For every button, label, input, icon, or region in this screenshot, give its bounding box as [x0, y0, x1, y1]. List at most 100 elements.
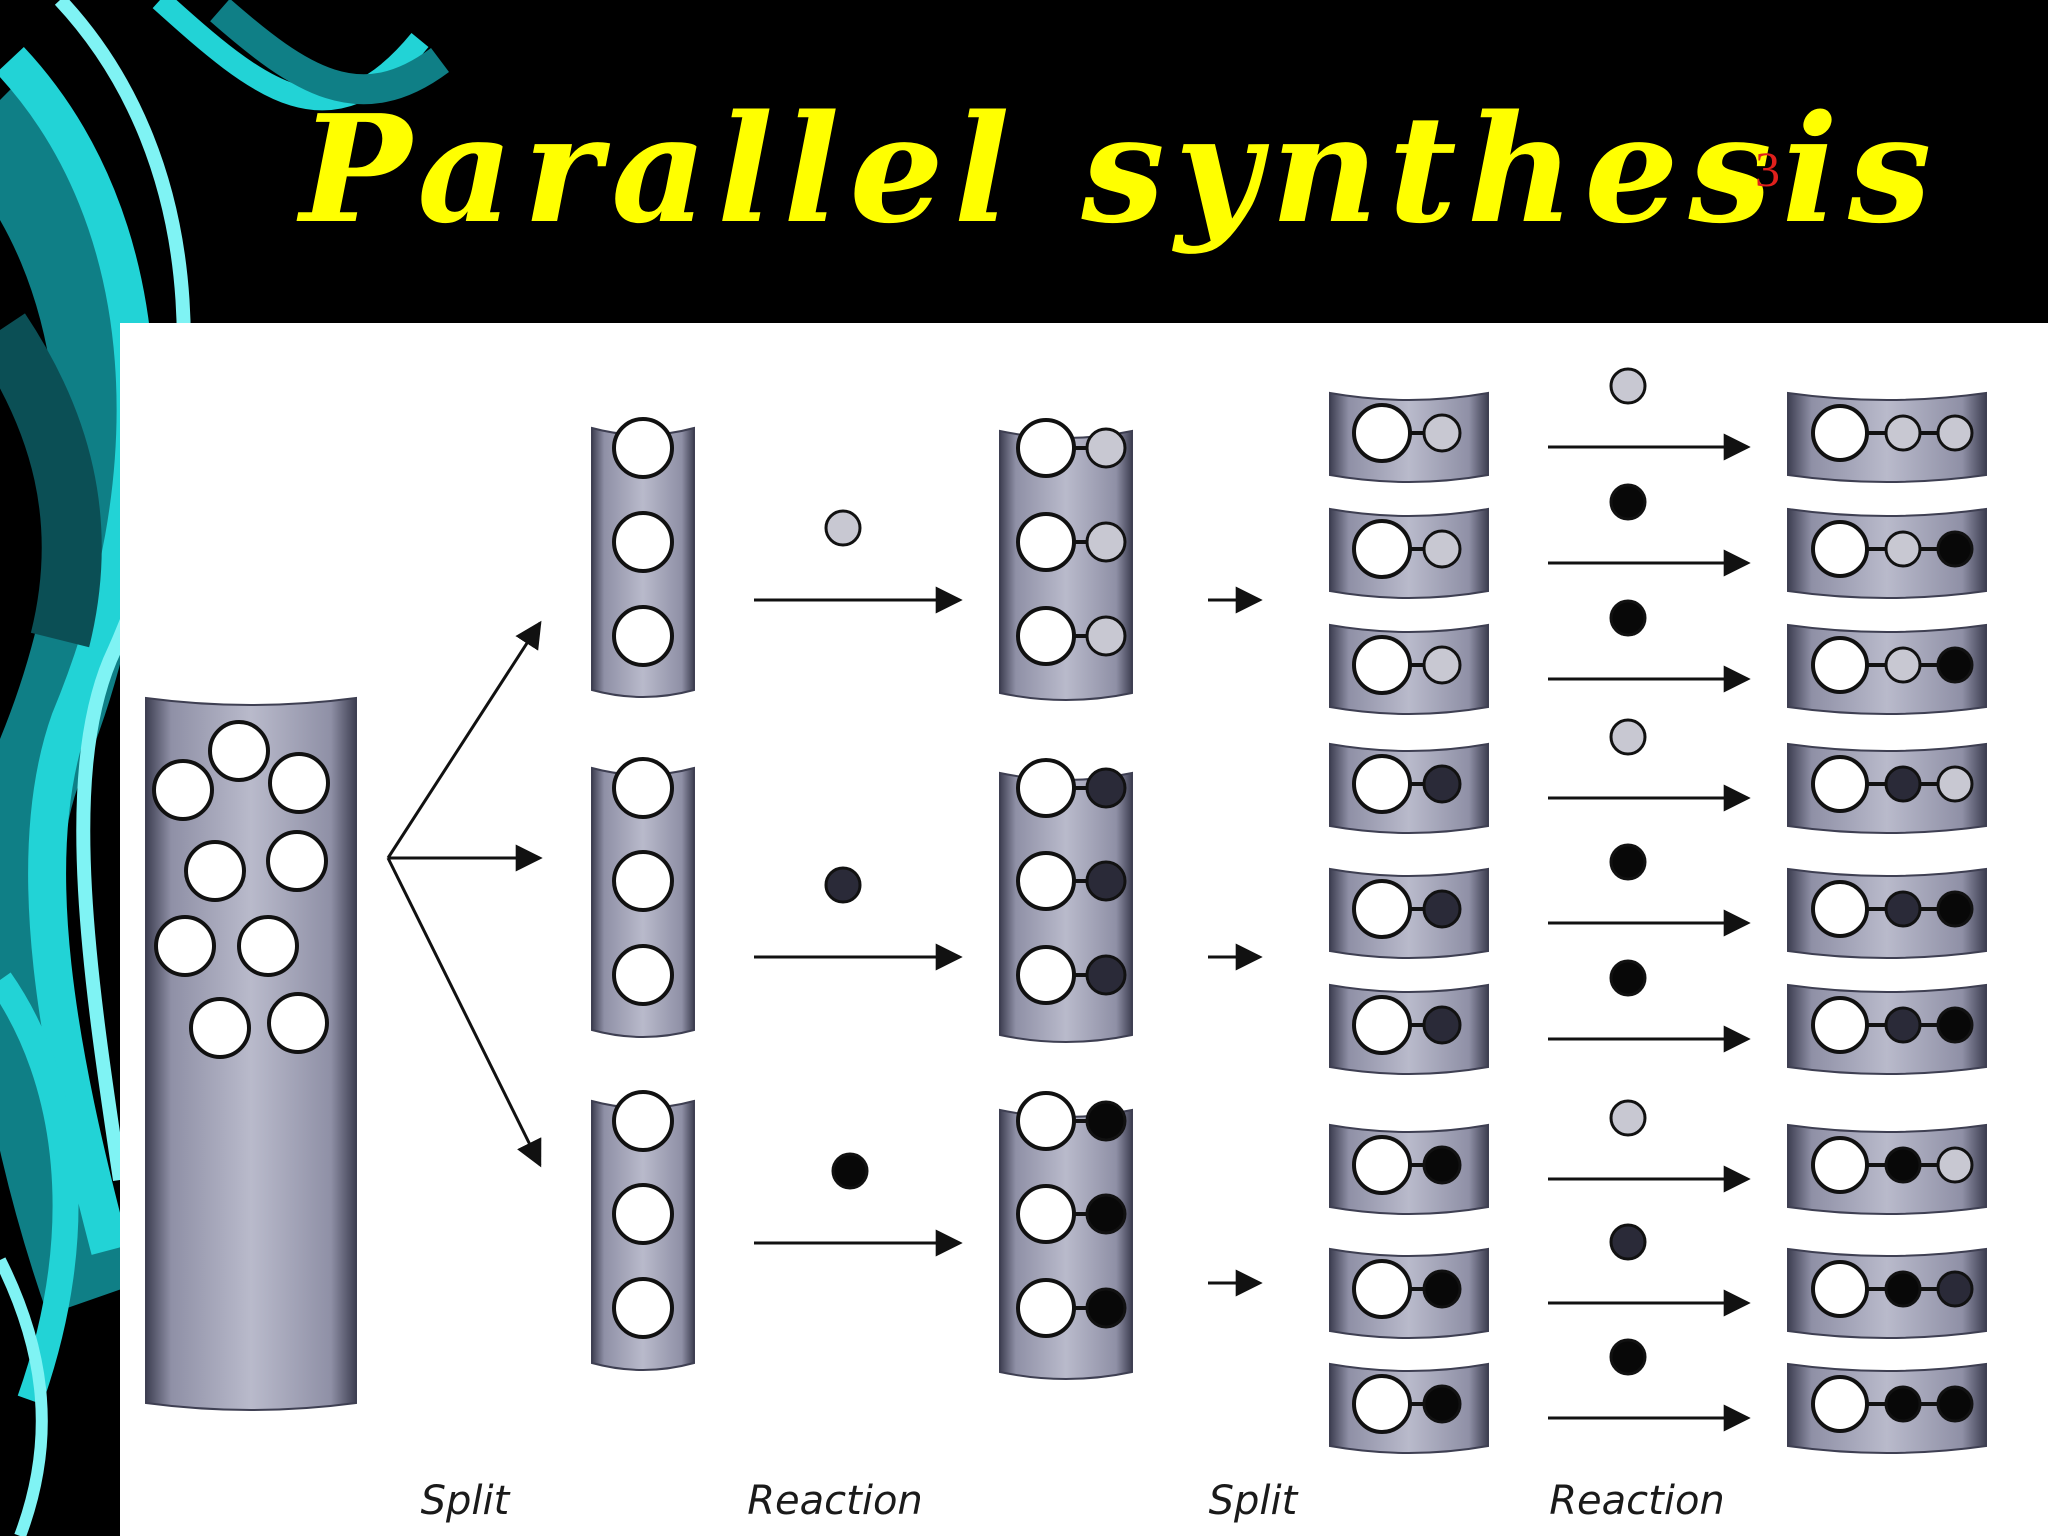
reagent-1-light-1 — [824, 509, 862, 547]
reagent-2-black-3 — [1609, 599, 1647, 637]
reagent-1-black-3 — [831, 1152, 869, 1190]
reagent-2-black-9 — [1609, 1338, 1647, 1376]
split-bead-3-2 — [612, 1183, 674, 1245]
reacted-unit-light-1-3 — [1085, 615, 1127, 657]
reagent-2-dark-8 — [1609, 1223, 1647, 1261]
resin-bead-2 — [208, 720, 270, 782]
product-bead-9 — [1811, 1375, 1869, 1433]
reacted-unit-light-1-2 — [1085, 521, 1127, 563]
reacted-bead-3-2 — [1016, 1184, 1076, 1244]
product-unit-a-black-7 — [1884, 1146, 1922, 1184]
product-unit-b-black-2 — [1936, 530, 1974, 568]
intermediate-unit-dark-5 — [1422, 889, 1462, 929]
reagent-2-black-2 — [1609, 483, 1647, 521]
step-label-split-1: Split — [420, 1478, 510, 1524]
product-unit-a-light-3 — [1884, 646, 1922, 684]
reacted-bead-1-2 — [1016, 512, 1076, 572]
reacted-tube-3 — [999, 1108, 1133, 1380]
intermediate-bead-3 — [1352, 635, 1412, 695]
reacted-unit-dark-2-1 — [1085, 767, 1127, 809]
reacted-bead-3-3 — [1016, 1278, 1076, 1338]
parallel-synthesis-diagram — [145, 367, 1987, 1454]
resin-bead-8 — [189, 997, 251, 1059]
resin-bead-3 — [268, 752, 330, 814]
intermediate-unit-light-2 — [1422, 529, 1462, 569]
product-bead-7 — [1811, 1136, 1869, 1194]
step-label-reaction-2: Reaction — [1549, 1478, 1725, 1524]
intermediate-bead-4 — [1352, 754, 1412, 814]
reacted-unit-light-1-1 — [1085, 427, 1127, 469]
split-bead-2-2 — [612, 850, 674, 912]
reacted-unit-black-3-3 — [1085, 1287, 1127, 1329]
reagent-1-dark-2 — [824, 866, 862, 904]
resin-bead-5 — [266, 830, 328, 892]
step-label-reaction-1: Reaction — [747, 1478, 923, 1524]
split-bead-3-3 — [612, 1277, 674, 1339]
split-bead-2-1 — [612, 757, 674, 819]
product-unit-a-light-2 — [1884, 530, 1922, 568]
intermediate-unit-black-8 — [1422, 1269, 1462, 1309]
diagram-panel: Split Reaction Split Reaction — [120, 323, 2048, 1536]
split-bead-1-2 — [612, 511, 674, 573]
product-unit-b-black-9 — [1936, 1385, 1974, 1423]
product-unit-a-dark-5 — [1884, 890, 1922, 928]
reacted-tube-1 — [999, 429, 1133, 701]
arrows-group — [386, 433, 1751, 1432]
resin-bead-6 — [154, 915, 216, 977]
product-unit-b-black-5 — [1936, 890, 1974, 928]
product-unit-a-black-9 — [1884, 1385, 1922, 1423]
product-unit-b-light-7 — [1936, 1146, 1974, 1184]
product-bead-2 — [1811, 520, 1869, 578]
product-unit-b-black-6 — [1936, 1006, 1974, 1044]
product-unit-b-dark-8 — [1936, 1270, 1974, 1308]
product-unit-b-light-4 — [1936, 765, 1974, 803]
split-bead-3-1 — [612, 1090, 674, 1152]
intermediate-bead-7 — [1352, 1135, 1412, 1195]
intermediate-unit-light-1 — [1422, 413, 1462, 453]
intermediate-unit-light-3 — [1422, 645, 1462, 685]
reagent-2-black-5 — [1609, 843, 1647, 881]
reacted-tube-2 — [999, 771, 1133, 1043]
reagent-2-light-4 — [1609, 718, 1647, 756]
product-bead-1 — [1811, 404, 1869, 462]
product-unit-a-light-1 — [1884, 414, 1922, 452]
product-unit-a-black-8 — [1884, 1270, 1922, 1308]
reacted-bead-2-2 — [1016, 851, 1076, 911]
reacted-bead-1-1 — [1016, 418, 1076, 478]
slide-number: 3 — [1755, 141, 1780, 197]
resin-bead-1 — [152, 759, 214, 821]
reacted-unit-dark-2-2 — [1085, 860, 1127, 902]
resin-bead-7 — [237, 915, 299, 977]
intermediate-bead-8 — [1352, 1259, 1412, 1319]
reacted-unit-black-3-1 — [1085, 1100, 1127, 1142]
split-bead-2-3 — [612, 944, 674, 1006]
intermediate-unit-dark-4 — [1422, 764, 1462, 804]
product-bead-8 — [1811, 1260, 1869, 1318]
intermediate-bead-9 — [1352, 1374, 1412, 1434]
resin-bead-9 — [267, 992, 329, 1054]
product-unit-b-light-1 — [1936, 414, 1974, 452]
product-bead-3 — [1811, 636, 1869, 694]
product-unit-a-dark-4 — [1884, 765, 1922, 803]
reacted-unit-dark-2-3 — [1085, 954, 1127, 996]
product-bead-4 — [1811, 755, 1869, 813]
intermediate-unit-dark-6 — [1422, 1005, 1462, 1045]
product-bead-6 — [1811, 996, 1869, 1054]
product-unit-b-black-3 — [1936, 646, 1974, 684]
reagent-2-black-6 — [1609, 959, 1647, 997]
step-label-split-2: Split — [1208, 1478, 1298, 1524]
resin-bead-4 — [184, 840, 246, 902]
reacted-unit-black-3-2 — [1085, 1193, 1127, 1235]
intermediate-unit-black-7 — [1422, 1145, 1462, 1185]
split-arrow-1 — [386, 620, 542, 859]
split-bead-1-3 — [612, 605, 674, 667]
reagent-2-light-1 — [1609, 367, 1647, 405]
reagent-2-light-7 — [1609, 1099, 1647, 1137]
product-bead-5 — [1811, 880, 1869, 938]
slide-title: Parallel synthesis — [300, 82, 1942, 256]
intermediate-bead-5 — [1352, 879, 1412, 939]
reacted-bead-3-1 — [1016, 1091, 1076, 1151]
intermediate-bead-6 — [1352, 995, 1412, 1055]
product-unit-a-dark-6 — [1884, 1006, 1922, 1044]
molecules-group — [152, 367, 1974, 1434]
